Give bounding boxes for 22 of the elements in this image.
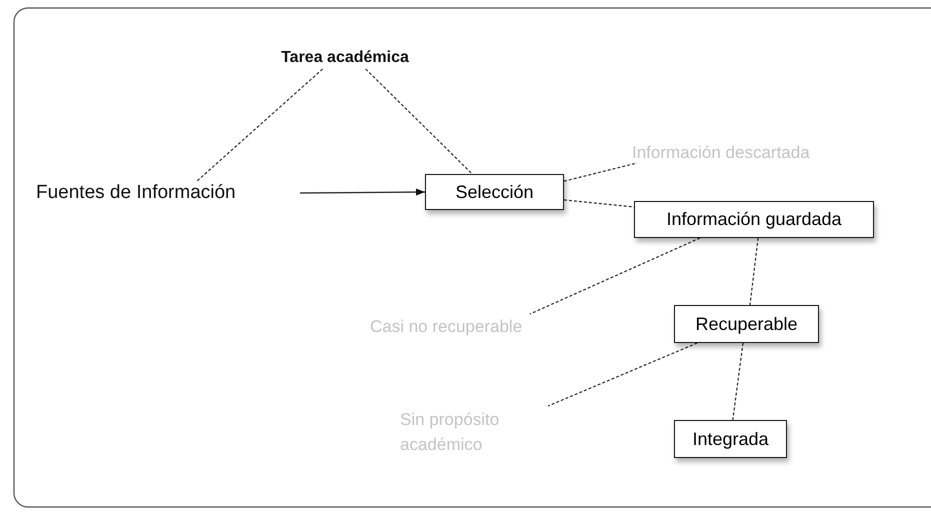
process-box <box>674 420 787 458</box>
box-label: Selección <box>455 182 534 202</box>
dashed-connector <box>196 68 323 182</box>
process-box <box>674 305 819 343</box>
source-label: Fuentes de Información <box>36 182 236 204</box>
process-box <box>634 201 874 238</box>
dashed-connector <box>749 238 759 306</box>
dashed-connector <box>548 342 698 406</box>
box-label: Información guardada <box>666 209 842 230</box>
arrow <box>300 188 425 196</box>
outcome-label: Sin propósito académico <box>400 409 500 456</box>
box-label: Integrada <box>692 428 769 450</box>
outcome-label: Información descartada <box>632 142 810 164</box>
process-box <box>425 174 564 210</box>
dashed-connector <box>530 238 700 314</box>
heading-text: Tarea académica <box>281 49 409 67</box>
dashed-connector <box>365 68 473 174</box>
outcome-label: Casi no recuperable <box>370 316 522 338</box>
dashed-connector <box>564 162 638 182</box>
box-label: Recuperable <box>695 314 798 334</box>
dashed-connector <box>732 342 744 420</box>
dashed-connector <box>564 199 634 208</box>
